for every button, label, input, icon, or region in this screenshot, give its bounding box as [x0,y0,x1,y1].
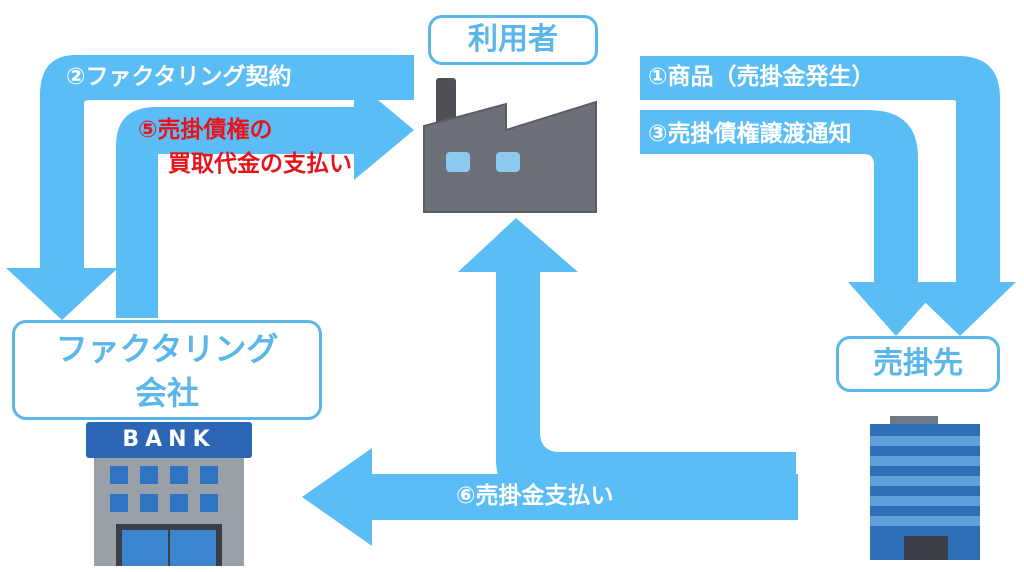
step-3-label: ③売掛債権譲渡通知 [648,121,852,147]
step-2-label: ②ファクタリング契約 [66,64,292,90]
arrow-contract [6,55,414,320]
factoring-company-label-line2: 会社 [134,374,199,412]
office-building-icon [870,416,980,560]
step-1-label: ①商品（売掛金発生） [648,64,875,90]
arrow-transfer-notice [640,110,944,336]
step-5-label-line1: ⑤売掛債権の [138,117,273,143]
user-node: 利用者 [428,15,598,65]
buyer-node: 売掛先 [836,336,1000,392]
buyer-node-label: 売掛先 [873,346,963,381]
arrow-purchase-payment [116,80,414,318]
bank-building-icon [86,422,252,566]
arrow-approval [458,218,796,498]
factory-icon [423,78,597,213]
step-6-label: ⑥売掛金支払い [456,483,614,509]
bank-sign-text: BANK [122,427,216,452]
arrow-receivable-payment [302,448,798,546]
step-5-label-line2: 買取代金の支払い [168,151,352,177]
factoring-company-node: ファクタリング 会社 [12,320,322,420]
user-node-label: 利用者 [468,22,558,57]
step-4-label: ④売掛金買取の承諾 [548,418,752,444]
arrow-goods [640,56,1016,336]
factoring-company-label-line1: ファクタリング [55,330,279,368]
